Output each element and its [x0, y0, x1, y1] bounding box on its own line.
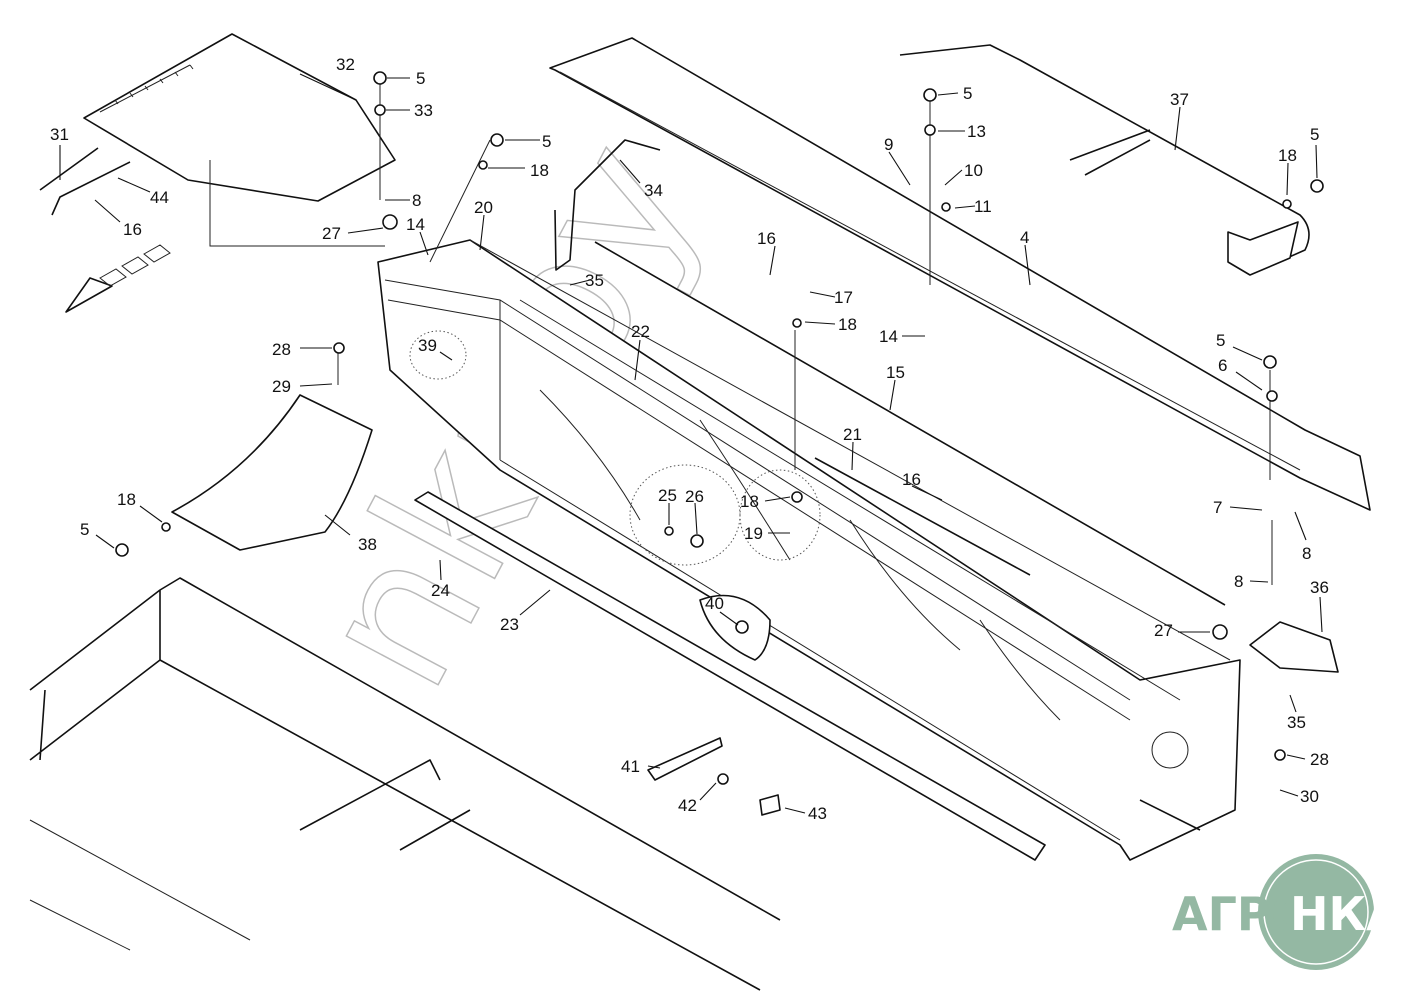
callout: 40: [705, 594, 724, 613]
callout: 27: [322, 224, 341, 243]
callout: 24: [431, 581, 450, 600]
callout: 6: [1218, 356, 1227, 375]
callout: 8: [1234, 572, 1243, 591]
callout: 18: [740, 492, 759, 511]
callout: 7: [1213, 498, 1222, 517]
callout: 21: [843, 425, 862, 444]
callout: 31: [50, 125, 69, 144]
part-cover-sheet: [83, 33, 396, 202]
callout: 36: [1310, 578, 1329, 597]
logo-text-right: НКА: [1290, 887, 1402, 941]
callout: 5: [1310, 125, 1319, 144]
logo-text-left: АГРО: [1172, 887, 1310, 941]
callout: 18: [117, 490, 136, 509]
callout: 20: [474, 198, 493, 217]
callout: 38: [358, 535, 377, 554]
part-top-cover: [549, 37, 1371, 511]
callout: 8: [412, 191, 421, 210]
callout: 5: [1216, 331, 1225, 350]
callout: 29: [272, 377, 291, 396]
part-feeder-frame: [29, 577, 781, 991]
callout: 41: [621, 757, 640, 776]
callout: 18: [1278, 146, 1297, 165]
callout: 14: [406, 215, 425, 234]
callout: 32: [336, 55, 355, 74]
callout: 33: [414, 101, 433, 120]
callout: 15: [886, 363, 905, 382]
callout: 34: [644, 181, 663, 200]
callout: 16: [757, 229, 776, 248]
callout: 5: [542, 132, 551, 151]
callout: 11: [974, 197, 992, 216]
callout: 14: [879, 327, 898, 346]
callout: 37: [1170, 90, 1189, 109]
callout: 27: [1154, 621, 1173, 640]
callout: 44: [150, 188, 169, 207]
callout: 17: [834, 288, 853, 307]
callout: 28: [272, 340, 291, 359]
callout: 26: [685, 487, 704, 506]
callout: 18: [838, 315, 857, 334]
callout: 19: [744, 524, 763, 543]
callout: 18: [530, 161, 549, 180]
callout: 5: [963, 84, 972, 103]
part-handrail: [899, 44, 1310, 271]
callout: 28: [1310, 750, 1329, 769]
callout: 39: [418, 336, 437, 355]
callout: 5: [80, 520, 89, 539]
callout: 4: [1020, 228, 1029, 247]
callout: 35: [1287, 713, 1306, 732]
direction-arrow-icon: [65, 277, 113, 313]
callout: 10: [964, 161, 983, 180]
callout: 23: [500, 615, 519, 634]
callout: 13: [967, 122, 986, 141]
callout: 16: [123, 220, 142, 239]
part-front-lip: [414, 491, 1046, 861]
callout: 22: [631, 322, 650, 341]
callout: 8: [1302, 544, 1311, 563]
callout: 5: [416, 69, 425, 88]
part-trough-body: [377, 239, 1241, 861]
callout: 25: [658, 486, 677, 505]
callout: 16: [902, 470, 921, 489]
callout: 30: [1300, 787, 1319, 806]
callout: 42: [678, 796, 697, 815]
part-side-panel: [171, 394, 373, 551]
callout: 35: [585, 271, 604, 290]
agronka-logo: АГРО НКА: [1172, 854, 1402, 970]
callout: 9: [884, 135, 893, 154]
callout: 43: [808, 804, 827, 823]
